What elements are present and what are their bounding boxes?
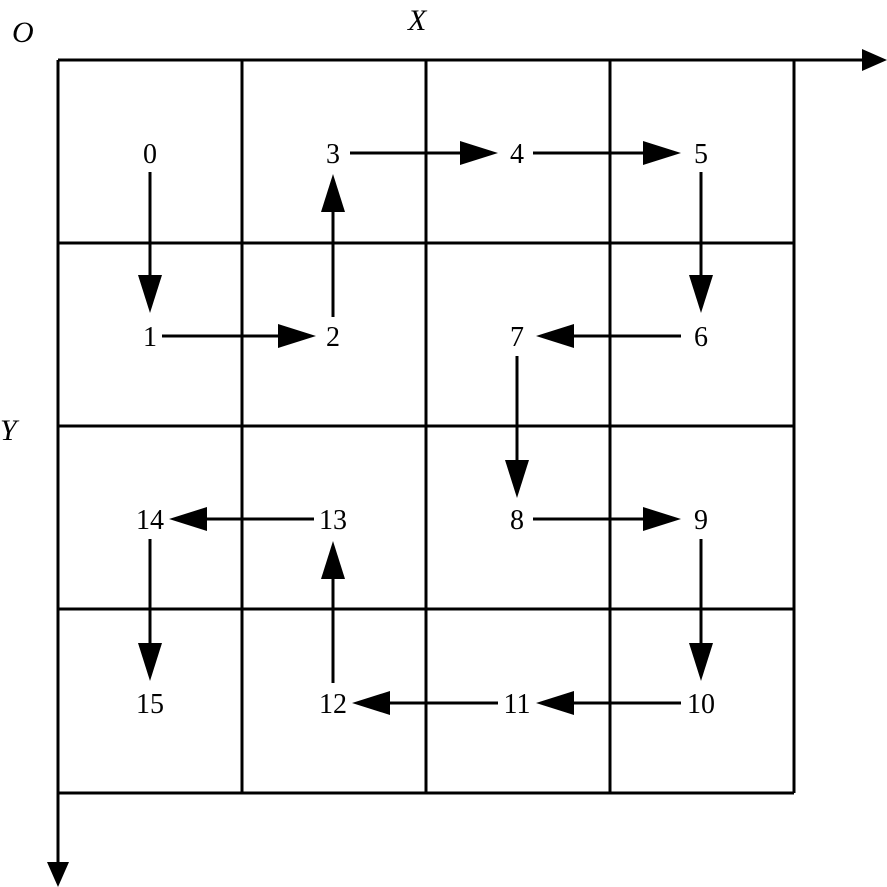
- x-axis-arrow-icon: [862, 49, 887, 71]
- arrow-left-icon: [536, 691, 574, 715]
- x-axis-label: X: [407, 4, 428, 37]
- cell-label-2: 2: [326, 322, 340, 353]
- y-axis-label: Y: [0, 414, 20, 447]
- cell-label-14: 14: [136, 505, 164, 536]
- grid: [58, 60, 796, 795]
- arrow-up-icon: [321, 541, 345, 579]
- cell-label-8: 8: [510, 505, 524, 536]
- arrow-down-icon: [689, 275, 713, 313]
- cell-label-9: 9: [694, 505, 708, 536]
- cell-label-11: 11: [504, 689, 531, 720]
- cell-label-6: 6: [694, 322, 708, 353]
- cell-label-13: 13: [319, 505, 347, 536]
- cell-label-4: 4: [510, 139, 524, 170]
- arrow-down-icon: [138, 275, 162, 313]
- cell-label-3: 3: [326, 139, 340, 170]
- arrow-right-icon: [278, 324, 316, 348]
- cell-label-1: 1: [143, 322, 157, 353]
- arrow-right-icon: [460, 141, 498, 165]
- path-arrows: [138, 141, 713, 715]
- axes: O X Y: [0, 4, 887, 887]
- arrow-left-icon: [169, 507, 207, 531]
- arrow-up-icon: [321, 174, 345, 212]
- origin-label: O: [12, 16, 34, 49]
- cell-label-7: 7: [510, 322, 524, 353]
- cell-label-15: 15: [136, 689, 164, 720]
- arrow-right-icon: [643, 507, 681, 531]
- arrow-down-icon: [689, 643, 713, 681]
- arrow-right-icon: [643, 141, 681, 165]
- arrow-down-icon: [138, 643, 162, 681]
- arrow-down-icon: [505, 460, 529, 498]
- arrow-left-icon: [352, 691, 390, 715]
- y-axis-arrow-icon: [47, 862, 69, 887]
- cell-label-12: 12: [319, 689, 347, 720]
- arrow-left-icon: [536, 324, 574, 348]
- cell-label-10: 10: [687, 689, 715, 720]
- cell-label-5: 5: [694, 139, 708, 170]
- cell-label-0: 0: [143, 139, 157, 170]
